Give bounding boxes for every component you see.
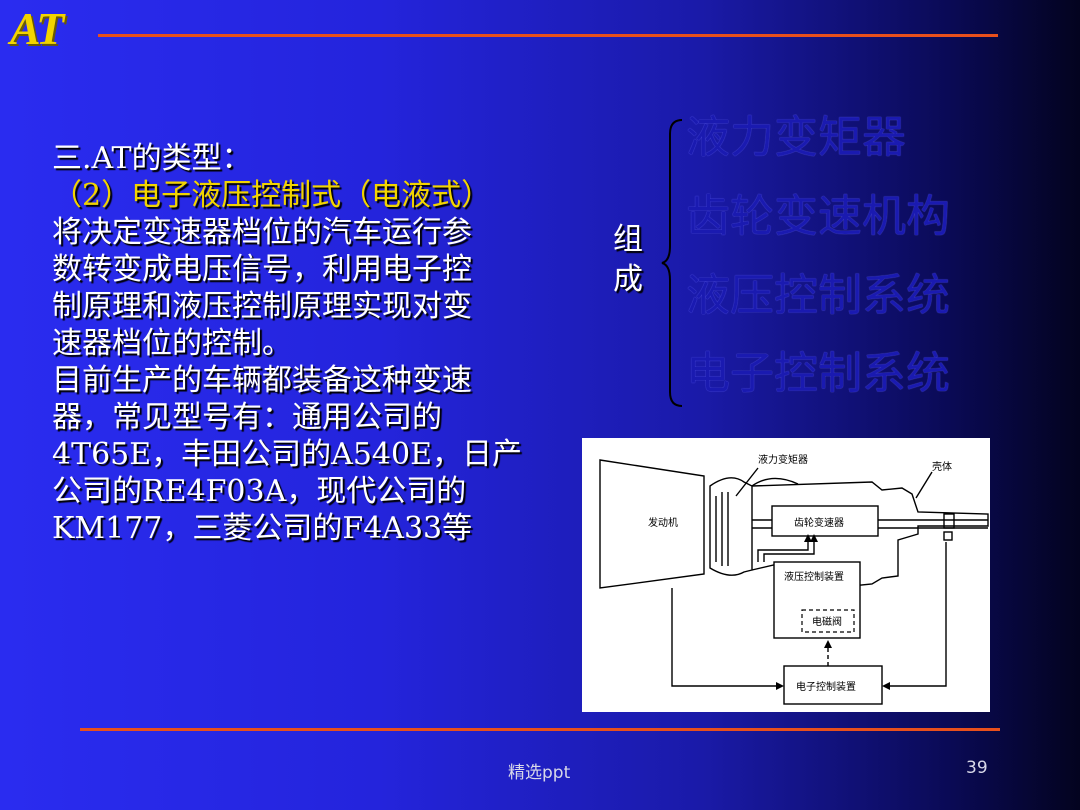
paragraph-line: KM177，三菱公司的F4A33等 bbox=[52, 511, 473, 546]
section-heading: 三.AT的类型： bbox=[52, 141, 252, 176]
at-logo: AT bbox=[10, 3, 64, 54]
component-item-electronic-control: 电子控制系统 bbox=[686, 348, 950, 399]
component-item-gear-mechanism: 齿轮变速机构 bbox=[686, 191, 950, 242]
main-text-block: 三.AT的类型： （2）电子液压控制式（电液式） 将决定变速器档位的汽车运行参 … bbox=[52, 140, 592, 547]
label-torque-converter: 液力变矩器 bbox=[758, 453, 808, 466]
composition-label-char: 成 bbox=[613, 262, 643, 297]
electronic-control-box bbox=[783, 665, 883, 705]
label-solenoid: 电磁阀 bbox=[812, 615, 842, 628]
diagram-drawing: 液力变矩器 壳体 发动机 齿轮变速器 液压控制装置 电磁阀 电子控制装置 bbox=[599, 453, 989, 705]
at-structure-diagram: 液力变矩器 壳体 发动机 齿轮变速器 液压控制装置 电磁阀 电子控制装置 bbox=[582, 438, 990, 712]
label-gearbox: 齿轮变速器 bbox=[794, 516, 844, 529]
composition-label: 组 成 bbox=[608, 220, 648, 300]
label-engine: 发动机 bbox=[648, 516, 678, 529]
bottom-rule bbox=[80, 728, 1000, 731]
paragraph-line: 制原理和液压控制原理实现对变 bbox=[52, 289, 472, 324]
paragraph-line: 公司的RE4F03A，现代公司的 bbox=[52, 474, 467, 509]
paragraph-line: 目前生产的车辆都装备这种变速 bbox=[52, 363, 472, 398]
composition-label-char: 组 bbox=[613, 222, 643, 257]
label-hydraulic-control: 液压控制装置 bbox=[784, 570, 844, 583]
page-number: 39 bbox=[966, 758, 988, 778]
paragraph-line: 器，常见型号有：通用公司的 bbox=[52, 400, 442, 435]
paragraph-line: 4T65E，丰田公司的A540E，日产 bbox=[52, 437, 522, 472]
footer-source: 精选ppt bbox=[508, 763, 571, 783]
paragraph-line: 将决定变速器档位的汽车运行参 bbox=[52, 215, 472, 250]
paragraph-line: 数转变成电压信号，利用电子控 bbox=[52, 252, 472, 287]
label-electronic-control: 电子控制装置 bbox=[796, 680, 856, 693]
left-brace-icon bbox=[661, 119, 683, 407]
type-subheading: （2）电子液压控制式（电液式） bbox=[52, 178, 492, 213]
label-housing: 壳体 bbox=[932, 460, 952, 473]
solenoid-box bbox=[801, 609, 855, 633]
engine-block bbox=[599, 459, 705, 589]
component-item-hydraulic-control: 液压控制系统 bbox=[686, 270, 950, 321]
paragraph-line: 速器档位的控制。 bbox=[52, 326, 292, 361]
top-rule bbox=[98, 34, 998, 37]
gearbox-box bbox=[771, 505, 879, 537]
component-item-torque-converter: 液力变矩器 bbox=[686, 112, 906, 163]
